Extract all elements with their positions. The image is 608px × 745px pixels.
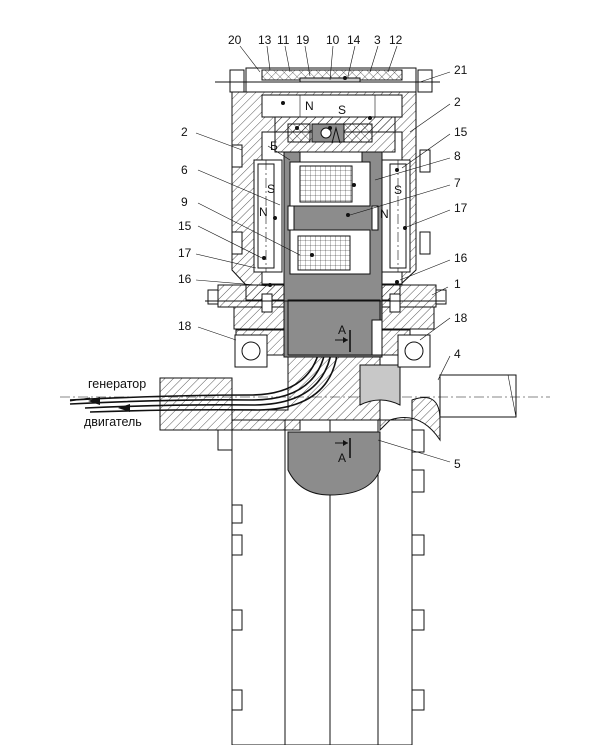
leader-lines xyxy=(195,45,451,463)
section-marks xyxy=(335,319,383,458)
wire-label-generator: генератор xyxy=(88,377,146,391)
label-11: 11 xyxy=(277,33,290,47)
bolts xyxy=(205,293,445,313)
label-16-left: 16 xyxy=(178,272,192,286)
labels: 20 13 11 19 10 14 3 12 21 2 15 8 7 17 16… xyxy=(84,33,468,471)
label-12: 12 xyxy=(389,33,403,47)
label-17-left: 17 xyxy=(178,246,192,260)
label-3: 3 xyxy=(374,33,381,47)
pole-s-left: S xyxy=(267,182,275,196)
label-10: 10 xyxy=(326,33,340,47)
label-18-left: 18 xyxy=(178,319,192,333)
label-16-right: 16 xyxy=(454,251,468,265)
label-b: Б xyxy=(270,139,278,153)
wire-label-motor: двигатель xyxy=(84,415,142,429)
label-21: 21 xyxy=(454,63,468,77)
left-magnet xyxy=(253,159,283,273)
label-15-left: 15 xyxy=(178,219,192,233)
pole-s-top: S xyxy=(338,103,346,117)
label-6: 6 xyxy=(181,163,188,177)
label-2-right: 2 xyxy=(454,95,461,109)
bearings xyxy=(234,334,431,368)
label-9: 9 xyxy=(181,195,188,209)
label-14: 14 xyxy=(347,33,361,47)
label-8: 8 xyxy=(454,149,461,163)
section-a-upper: А xyxy=(338,323,346,337)
marker-dots xyxy=(262,76,407,287)
pole-s-right: S xyxy=(394,183,402,197)
label-19: 19 xyxy=(296,33,310,47)
pole-n-left: N xyxy=(259,205,268,219)
cables xyxy=(69,139,361,413)
label-4: 4 xyxy=(454,347,461,361)
pole-n-top: N xyxy=(305,99,314,113)
label-15-right: 15 xyxy=(454,125,468,139)
label-2-left: 2 xyxy=(181,125,188,139)
label-13: 13 xyxy=(258,33,272,47)
pole-n-right: N xyxy=(380,207,389,221)
label-18-right: 18 xyxy=(454,311,468,325)
right-magnet xyxy=(381,159,411,273)
label-17-right: 17 xyxy=(454,201,468,215)
label-1: 1 xyxy=(454,277,461,291)
label-20: 20 xyxy=(228,33,242,47)
label-7: 7 xyxy=(454,176,461,190)
central-rotor xyxy=(283,151,383,358)
label-5: 5 xyxy=(454,457,461,471)
section-a-lower: А xyxy=(338,451,346,465)
